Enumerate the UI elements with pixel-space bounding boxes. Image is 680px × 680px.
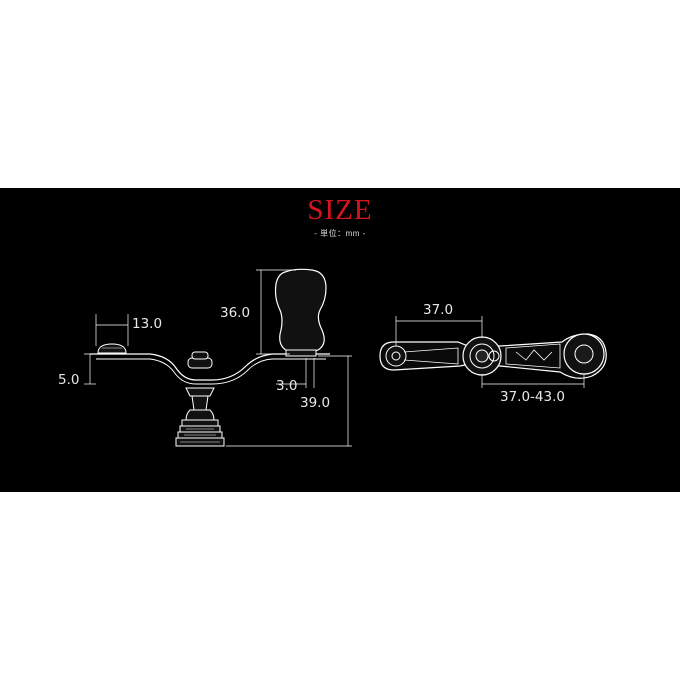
dim-lines-total-height [226,355,352,447]
crank-arm-side [90,353,330,381]
dim-lines-grip-height [256,269,296,355]
size-title: SIZE [307,194,373,226]
dim-knob-width: 13.0 [132,316,163,332]
dim-lines-arm-adjust [481,374,585,388]
dim-lines-grip-offset [276,358,315,388]
dim-total-height: 39.0 [300,395,331,411]
grip-knob-side [274,268,327,355]
dim-arm-length: 37.0 [423,302,454,318]
dim-lines-knob-height [84,353,150,385]
unit-subtitle: - 単位：mm - [314,229,366,238]
handle-dimension-drawing [84,268,607,447]
handle-top-view [379,316,607,388]
dim-arm-adjust-range: 37.0-43.0 [500,389,565,405]
dim-lines-arm-length [395,316,483,346]
small-knob-side [97,343,127,354]
handle-side-view [84,268,352,447]
dim-grip-height: 36.0 [220,305,251,321]
size-panel: SIZE - 単位：mm - [0,188,680,492]
dim-grip-offset: 3.0 [276,378,298,394]
reel-post [175,387,225,447]
dim-lines-knob-width [95,314,129,346]
dim-knob-height: 5.0 [58,372,80,388]
